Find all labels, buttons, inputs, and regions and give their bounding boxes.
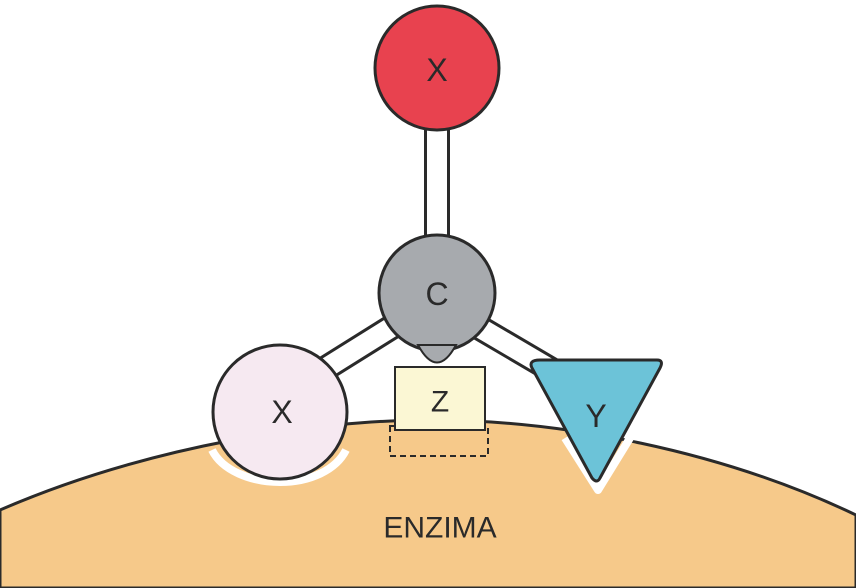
c-bond-nub bbox=[418, 345, 456, 363]
left-x-label: X bbox=[271, 394, 292, 430]
top-x-label: X bbox=[426, 52, 447, 88]
enzyme-label: ENZIMA bbox=[383, 512, 496, 545]
right-y-label: Y bbox=[585, 398, 606, 434]
enzyme-surface bbox=[0, 420, 856, 588]
center-c-label: C bbox=[425, 276, 448, 312]
z-label: Z bbox=[431, 386, 449, 419]
